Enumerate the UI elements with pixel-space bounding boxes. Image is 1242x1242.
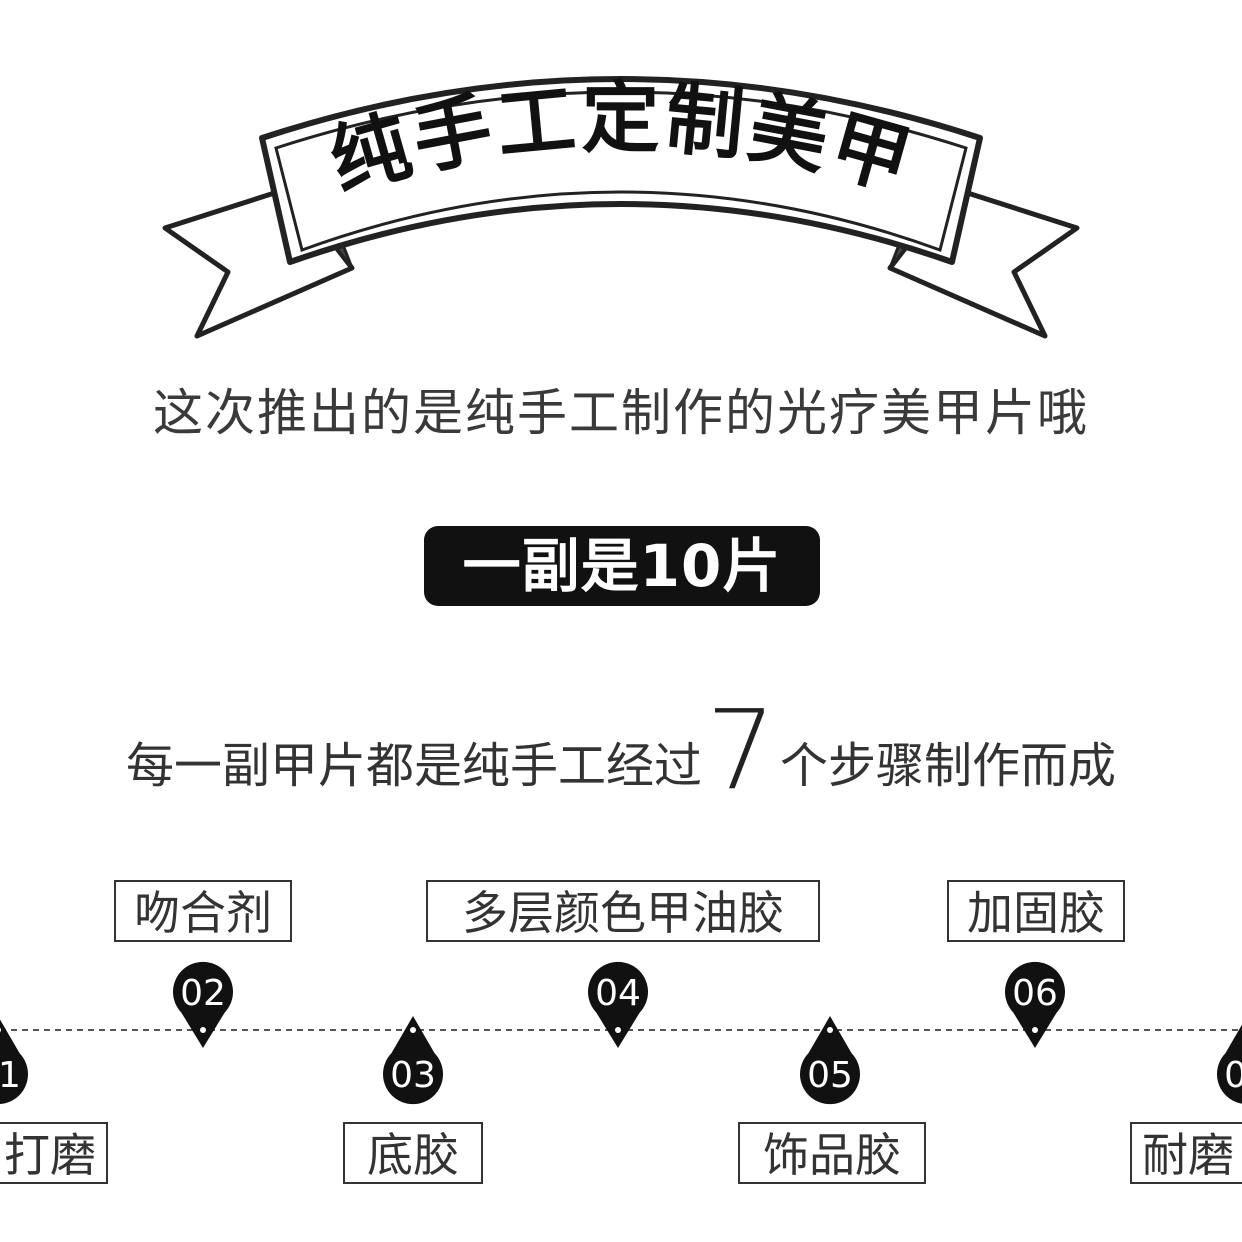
step-pin-dot-03 bbox=[410, 1027, 416, 1033]
step-number-03: 03 bbox=[390, 1055, 436, 1096]
step-pin-01: 01 bbox=[0, 1019, 28, 1105]
steps-sentence-after: 个步骤制作而成 bbox=[780, 738, 1117, 794]
ribbon-inner-line bbox=[274, 90, 968, 252]
step-pin-shape-04 bbox=[588, 961, 648, 1048]
step-pin-shape-03 bbox=[383, 1016, 444, 1105]
step-pin-02: 02 bbox=[173, 961, 233, 1048]
step-label-06: 加固胶 bbox=[947, 880, 1125, 942]
steps-count: 7 bbox=[706, 686, 776, 814]
step-pin-07: 07 bbox=[1217, 1024, 1242, 1104]
step-pin-shape-02 bbox=[173, 961, 233, 1048]
steps-sentence: 每一副甲片都是纯手工经过7个步骤制作而成 bbox=[0, 695, 1242, 805]
steps-sentence-before: 每一副甲片都是纯手工经过 bbox=[125, 738, 702, 794]
step-pin-shape-01 bbox=[0, 1019, 28, 1105]
step-pin-shape-05 bbox=[800, 1016, 860, 1105]
step-pin-05: 05 bbox=[800, 1016, 860, 1105]
step-label-05: 饰品胶 bbox=[738, 1122, 926, 1184]
ribbon-banner: 纯手工定制美甲 bbox=[162, 74, 1080, 339]
step-number-06: 06 bbox=[1012, 973, 1058, 1014]
step-pin-06: 06 bbox=[1005, 961, 1065, 1048]
step-pin-dot-02 bbox=[200, 1027, 206, 1033]
step-pin-dot-04 bbox=[615, 1027, 621, 1033]
step-number-02: 02 bbox=[180, 973, 226, 1014]
step-pin-dot-05 bbox=[827, 1027, 833, 1033]
step-number-01: 01 bbox=[0, 1055, 21, 1096]
step-pin-dot-06 bbox=[1032, 1027, 1038, 1033]
step-label-07: 耐磨 bbox=[1130, 1122, 1242, 1184]
ribbon-main-band bbox=[259, 76, 983, 265]
step-pin-shape-06 bbox=[1005, 961, 1065, 1048]
step-number-05: 05 bbox=[807, 1055, 853, 1096]
step-label-03: 底胶 bbox=[343, 1122, 483, 1184]
pill-badge: 一副是10片 bbox=[424, 526, 820, 606]
step-pin-shape-07 bbox=[1217, 1024, 1242, 1104]
step-label-01: 打磨 bbox=[0, 1122, 108, 1184]
intro-text: 这次推出的是纯手工制作的光疗美甲片哦 bbox=[153, 384, 1089, 442]
step-label-02: 吻合剂 bbox=[114, 880, 292, 942]
step-number-07: 07 bbox=[1224, 1055, 1242, 1096]
step-label-04: 多层颜色甲油胶 bbox=[426, 880, 820, 942]
step-number-04: 04 bbox=[595, 973, 641, 1014]
process-timeline: 01 02 03 04 05 06 07 bbox=[0, 961, 1242, 1105]
step-pin-03: 03 bbox=[383, 1016, 444, 1105]
step-pin-04: 04 bbox=[588, 961, 648, 1048]
step-pin-dot-01 bbox=[0, 1027, 1, 1033]
